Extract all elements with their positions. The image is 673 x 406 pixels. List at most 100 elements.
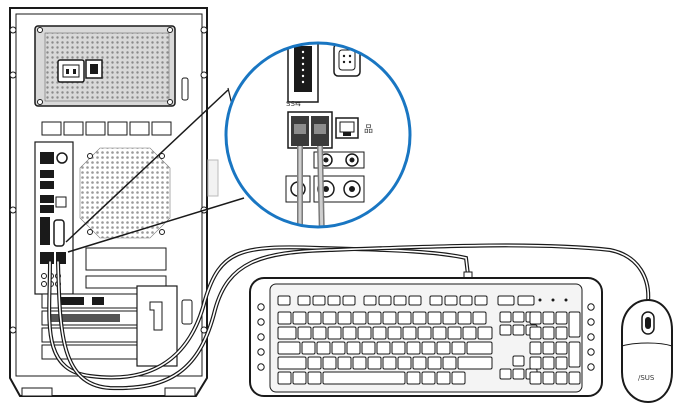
keyboard-key (517, 295, 535, 306)
keyboard-key (457, 311, 472, 325)
dvi-port-icon (287, 43, 319, 103)
key-function (297, 295, 311, 306)
cables (47, 243, 651, 391)
key-numpad (542, 371, 555, 385)
keyboard-key (391, 341, 406, 355)
usb-symbol-label: SS⇆ (286, 100, 301, 108)
keyboard-key (382, 311, 397, 325)
key-function (378, 295, 392, 306)
keyboard-side-buttons-left (257, 303, 265, 371)
key-function (363, 295, 377, 306)
key-numpad (555, 371, 568, 385)
expansion-cards (41, 285, 193, 367)
pc-tower (9, 7, 219, 397)
keyboard-key (397, 356, 412, 370)
keyboard-key (406, 341, 421, 355)
key-function (342, 295, 356, 306)
key-numpad (555, 356, 568, 370)
keyboard-key (436, 341, 451, 355)
keyboard-key (307, 356, 322, 370)
keyboard-key (421, 371, 436, 385)
key-numpad (529, 371, 542, 385)
keyboard-key (322, 356, 337, 370)
keyboard-key (372, 326, 387, 340)
key-numpad (529, 341, 542, 355)
keyboard-key (367, 356, 382, 370)
key-function (444, 295, 458, 306)
key-arrow-down (512, 368, 525, 380)
power-switch (85, 59, 103, 79)
keyboard-key (307, 371, 322, 385)
key-nav (499, 311, 512, 323)
key-numpad (529, 326, 542, 340)
lan-port-icon (335, 117, 359, 139)
zoom-circle (224, 41, 412, 229)
key-numpad (542, 356, 555, 370)
keyboard-key (337, 311, 352, 325)
key-numpad (555, 311, 568, 325)
fan-vent (79, 147, 171, 239)
keyboard-key (277, 326, 297, 340)
keyboard-key (447, 326, 462, 340)
keyboard-key (417, 326, 432, 340)
keyboard-key (412, 311, 427, 325)
keyboard-key (406, 371, 421, 385)
key-function (393, 295, 407, 306)
keyboard-key (312, 326, 327, 340)
key-numpad (568, 311, 581, 338)
keyboard-key (277, 341, 301, 355)
keyboard-key (357, 326, 372, 340)
keyboard-key (297, 326, 312, 340)
keyboard-key (327, 326, 342, 340)
key-grid (277, 295, 581, 385)
usb-port-icon (287, 111, 333, 149)
keyboard-key (277, 356, 307, 370)
keyboard-key (436, 371, 451, 385)
key-numpad (529, 356, 542, 370)
key-wide (457, 356, 493, 370)
key-nav (512, 311, 525, 323)
keyboard-key (462, 326, 477, 340)
key-numpad (542, 341, 555, 355)
keyboard-key (361, 341, 376, 355)
lan-symbol-label: 品 (364, 124, 373, 135)
keyboard-key (427, 356, 442, 370)
io-panel (34, 141, 74, 295)
keyboard-side-buttons-right (587, 303, 595, 371)
key-numpad (568, 341, 581, 368)
keyboard-key (402, 326, 417, 340)
key-function (459, 295, 473, 306)
key-numpad (555, 341, 568, 355)
key-numpad (568, 371, 581, 385)
keyboard-key (292, 371, 307, 385)
keyboard-key (382, 356, 397, 370)
power-socket-icon (57, 59, 85, 83)
keyboard-key (427, 311, 442, 325)
key-numpad (542, 311, 555, 325)
keyboard-key (277, 311, 292, 325)
keyboard-key (331, 341, 346, 355)
keyboard-key (472, 311, 487, 325)
keyboard-key (301, 341, 316, 355)
keyboard-key (442, 311, 457, 325)
key-nav (512, 324, 525, 336)
keyboard-key (352, 356, 367, 370)
key-numpad (542, 326, 555, 340)
keyboard-key (451, 341, 466, 355)
key-function (327, 295, 341, 306)
zoom-callout: SS⇆ 品 (65, 41, 412, 253)
key-wide (477, 326, 493, 340)
keyboard (249, 277, 603, 397)
keyboard-key (342, 326, 357, 340)
key-nav (499, 324, 512, 336)
mouse-brand-label: /SUS (638, 374, 655, 382)
keyboard-key (412, 356, 427, 370)
keyboard-key (451, 371, 466, 385)
keyboard-key (307, 311, 322, 325)
key-wide (466, 341, 493, 355)
key-function (429, 295, 443, 306)
key-esc (277, 295, 291, 306)
keyboard-key (292, 311, 307, 325)
key-arrow-up (512, 355, 525, 367)
key-function (474, 295, 488, 306)
